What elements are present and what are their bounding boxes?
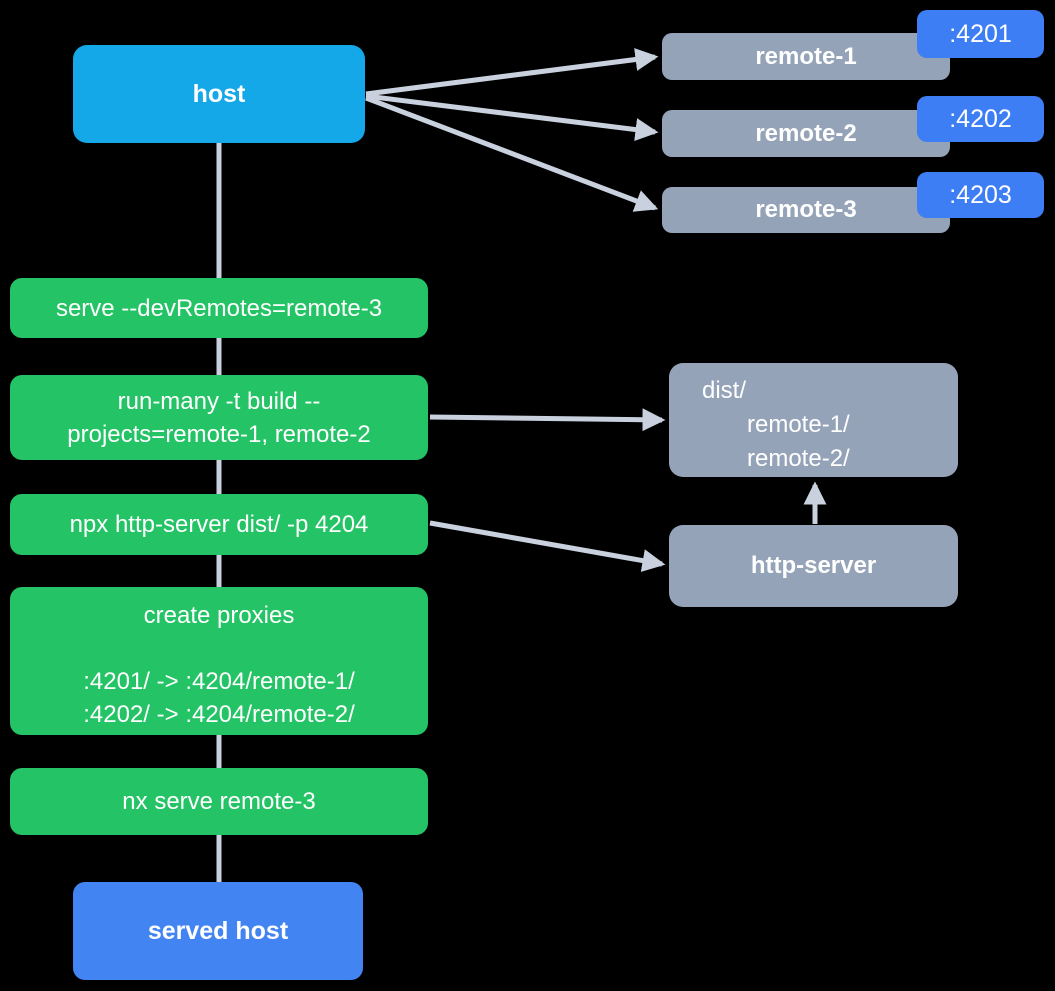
host-node: host: [73, 45, 365, 143]
http-server-node: http-server: [669, 525, 958, 607]
dist-folder-node: dist/ remote-1/ remote-2/: [669, 363, 958, 477]
step-nx-serve-remote-3: nx serve remote-3: [10, 768, 428, 835]
served-host-node: served host: [73, 882, 363, 980]
proxy-mapping-1: :4201/ -> :4204/remote-1/: [83, 668, 355, 695]
remote-2-port-badge: :4202: [917, 96, 1044, 142]
dist-folder-root: dist/: [702, 377, 747, 404]
remote-3-port-badge: :4203: [917, 172, 1044, 218]
step-npx-http-server: npx http-server dist/ -p 4204: [10, 494, 428, 555]
remote-2-node: remote-2: [662, 110, 950, 157]
step-create-proxies: create proxies :4201/ -> :4204/remote-1/…: [10, 587, 428, 735]
arrow-npx-to-http-server: [429, 520, 666, 572]
arrow-host-to-remote-1: [365, 48, 659, 97]
remote-3-node: remote-3: [662, 187, 950, 233]
step-run-many-line-2: projects=remote-1, remote-2: [67, 420, 371, 448]
proxy-mapping-2: :4202/ -> :4204/remote-2/: [83, 701, 355, 728]
arrow-host-to-remote-2: [365, 93, 659, 141]
remote-1-port-badge: :4201: [917, 10, 1044, 58]
step-run-many-build: run-many -t build -- projects=remote-1, …: [10, 375, 428, 460]
arrow-host-to-remote-3: [365, 95, 659, 212]
remote-1-node: remote-1: [662, 33, 950, 80]
arrow-runmany-to-dist: [429, 408, 666, 432]
step-serve-dev-remotes: serve --devRemotes=remote-3: [10, 278, 428, 338]
step-run-many-line-1: run-many -t build --: [117, 387, 321, 415]
dist-folder-remote-2: remote-2/: [747, 445, 850, 472]
dist-folder-remote-1: remote-1/: [747, 411, 850, 438]
create-proxies-title: create proxies: [143, 602, 295, 629]
